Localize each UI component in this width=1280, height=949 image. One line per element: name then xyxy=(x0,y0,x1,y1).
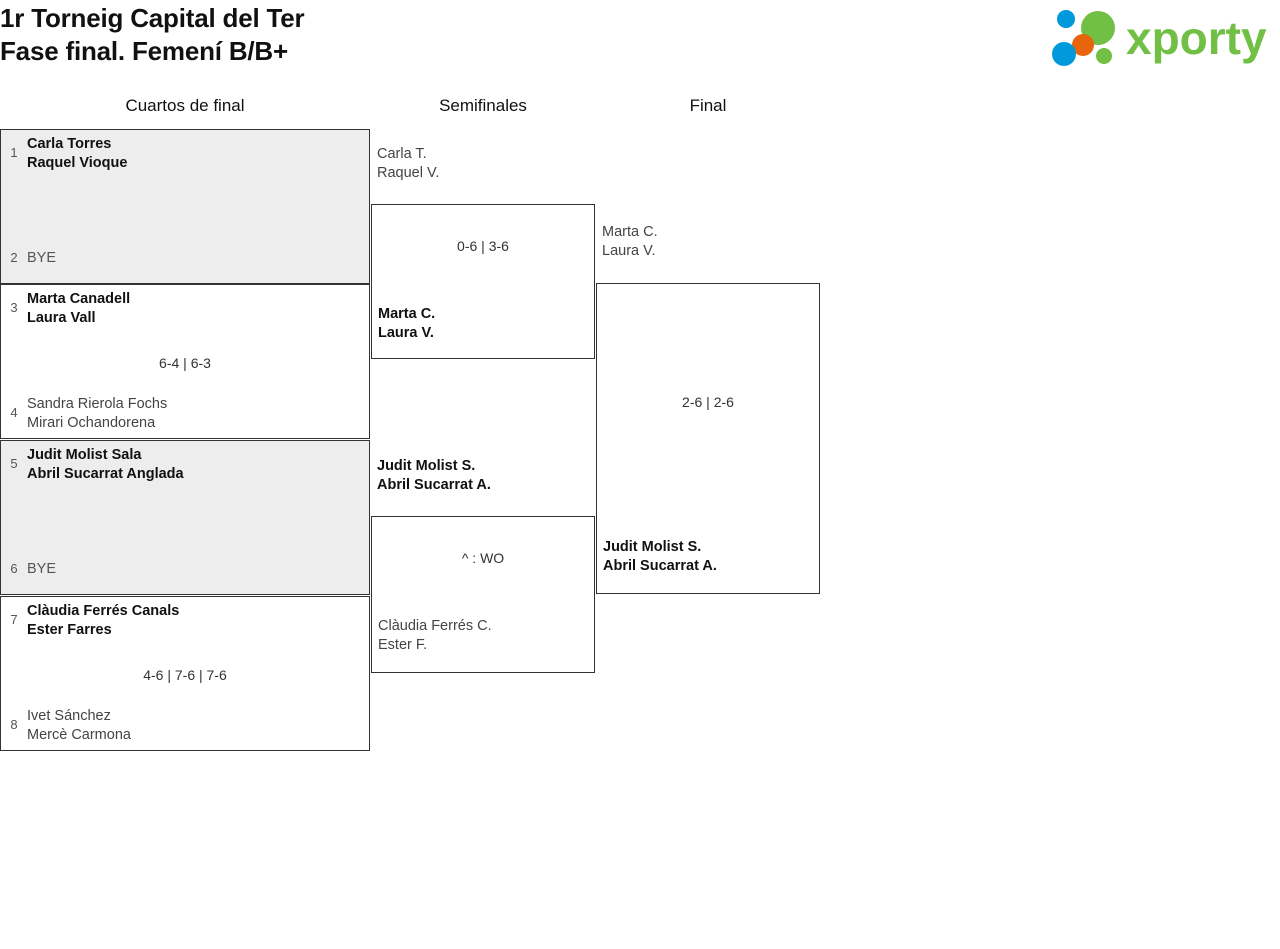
sf1-bottom-player-1: Marta C. xyxy=(378,306,436,322)
qf2-names-top: Marta Canadell Laura Vall xyxy=(27,290,369,327)
sf1-top-player-1: Carla T. xyxy=(377,146,427,162)
match-sf-1[interactable]: 0-6 | 3-6 Marta C. Laura V. xyxy=(371,204,595,359)
qf4-team-bottom[interactable]: 8 Ivet Sánchez Mercè Carmona xyxy=(1,707,369,744)
sf1-names-bottom: Marta C. Laura V. xyxy=(378,305,596,342)
logo-dot-green-small xyxy=(1096,48,1112,64)
xporty-logo[interactable]: xporty xyxy=(1052,4,1276,68)
sf1-names-top: Carla T. Raquel V. xyxy=(377,145,595,182)
qf3-names-bottom: BYE xyxy=(27,551,369,579)
qf2-team-bottom[interactable]: 4 Sandra Rierola Fochs Mirari Ochandoren… xyxy=(1,395,369,432)
qf4-seed-bottom: 8 xyxy=(10,717,18,732)
sf2-score: ^ : WO xyxy=(461,550,505,566)
qf3-names-top: Judit Molist Sala Abril Sucarrat Anglada xyxy=(27,446,369,483)
round-header-quarterfinals: Cuartos de final xyxy=(125,96,245,115)
title-line-1: 1r Torneig Capital del Ter xyxy=(0,3,305,33)
final-team-top[interactable]: Marta C. Laura V. xyxy=(596,223,820,281)
qf2-seed-bottom: 4 xyxy=(10,405,18,420)
sf1-team-bottom[interactable]: Marta C. Laura V. xyxy=(378,305,596,347)
qf4-names-top: Clàudia Ferrés Canals Ester Farres xyxy=(27,602,369,639)
sf1-score: 0-6 | 3-6 xyxy=(457,238,509,254)
qf2-top-player-2: Laura Vall xyxy=(27,309,96,326)
qf4-bottom-player-2: Mercè Carmona xyxy=(27,726,131,743)
round-header-final: Final xyxy=(689,96,727,115)
sf2-names-top: Judit Molist S. Abril Sucarrat A. xyxy=(377,457,595,494)
match-qf-2[interactable]: 3 Marta Canadell Laura Vall 6-4 | 6-3 4 … xyxy=(0,284,370,439)
qf1-bottom-player-1: BYE xyxy=(27,250,57,266)
qf2-names-bottom: Sandra Rierola Fochs Mirari Ochandorena xyxy=(27,395,369,432)
qf4-names-bottom: Ivet Sánchez Mercè Carmona xyxy=(27,707,369,744)
sf2-top-player-1: Judit Molist S. xyxy=(377,458,476,474)
final-champion-player-2: Abril Sucarrat A. xyxy=(603,557,717,574)
qf4-score: 4-6 | 7-6 | 7-6 xyxy=(143,667,227,683)
match-qf-3[interactable]: 5 Judit Molist Sala Abril Sucarrat Angla… xyxy=(0,440,370,595)
qf2-score: 6-4 | 6-3 xyxy=(159,355,211,371)
title-line-2: Fase final. Femení B/B+ xyxy=(0,36,288,66)
final-champion-player-1: Judit Molist S. xyxy=(603,539,702,555)
final-top-player-1: Marta C. xyxy=(602,224,658,240)
qf3-bottom-player-1: BYE xyxy=(27,561,57,577)
sf2-top-player-2: Abril Sucarrat A. xyxy=(377,476,491,493)
match-final[interactable]: 2-6 | 2-6 Judit Molist S. Abril Sucarrat… xyxy=(596,283,820,594)
sf1-team-top[interactable]: Carla T. Raquel V. xyxy=(371,145,595,203)
qf4-bottom-player-1: Ivet Sánchez xyxy=(27,708,111,724)
match-qf-4[interactable]: 7 Clàudia Ferrés Canals Ester Farres 4-6… xyxy=(0,596,370,751)
qf4-seed-top: 7 xyxy=(10,612,18,627)
round-header-semifinals: Semifinales xyxy=(439,96,527,115)
qf1-team-top[interactable]: 1 Carla Torres Raquel Vioque xyxy=(1,135,369,172)
qf3-top-player-2: Abril Sucarrat Anglada xyxy=(27,465,184,482)
qf3-team-bottom[interactable]: 6 BYE xyxy=(1,551,369,579)
logo-dot-blue-large xyxy=(1052,42,1076,66)
qf4-top-player-1: Clàudia Ferrés Canals xyxy=(27,603,180,619)
qf3-top-player-1: Judit Molist Sala xyxy=(27,447,142,463)
qf2-team-top[interactable]: 3 Marta Canadell Laura Vall xyxy=(1,290,369,327)
final-names-top: Marta C. Laura V. xyxy=(602,223,820,260)
qf4-team-top[interactable]: 7 Clàudia Ferrés Canals Ester Farres xyxy=(1,602,369,639)
final-names-bottom: Judit Molist S. Abril Sucarrat A. xyxy=(603,538,821,575)
qf3-seed-bottom: 6 xyxy=(10,561,18,576)
match-sf-2[interactable]: ^ : WO Clàudia Ferrés C. Ester F. xyxy=(371,516,595,673)
sf1-bottom-player-2: Laura V. xyxy=(378,324,434,341)
page-title: 1r Torneig Capital del Ter Fase final. F… xyxy=(0,2,760,68)
final-team-bottom[interactable]: Judit Molist S. Abril Sucarrat A. xyxy=(603,538,821,580)
qf1-team-bottom[interactable]: 2 BYE xyxy=(1,240,369,268)
logo-dot-orange xyxy=(1072,34,1094,56)
qf3-team-top[interactable]: 5 Judit Molist Sala Abril Sucarrat Angla… xyxy=(1,446,369,483)
logo-wordmark: xporty xyxy=(1126,12,1267,64)
qf2-seed-top: 3 xyxy=(10,300,18,315)
match-qf-1[interactable]: 1 Carla Torres Raquel Vioque 2 BYE xyxy=(0,129,370,284)
qf1-top-player-1: Carla Torres xyxy=(27,136,112,152)
sf2-bottom-player-1: Clàudia Ferrés C. xyxy=(378,618,492,634)
final-top-player-2: Laura V. xyxy=(602,242,656,259)
qf3-seed-top: 5 xyxy=(10,456,18,471)
qf1-seed-bottom: 2 xyxy=(10,250,18,265)
sf2-team-bottom[interactable]: Clàudia Ferrés C. Ester F. xyxy=(378,617,596,659)
sf2-team-top[interactable]: Judit Molist S. Abril Sucarrat A. xyxy=(371,457,595,515)
qf1-top-player-2: Raquel Vioque xyxy=(27,154,128,171)
sf2-bottom-player-2: Ester F. xyxy=(378,636,428,653)
sf1-top-player-2: Raquel V. xyxy=(377,164,440,181)
qf2-bottom-player-2: Mirari Ochandorena xyxy=(27,414,156,431)
qf1-names-bottom: BYE xyxy=(27,240,369,268)
qf1-names-top: Carla Torres Raquel Vioque xyxy=(27,135,369,172)
final-score: 2-6 | 2-6 xyxy=(682,394,734,410)
logo-dot-blue-small xyxy=(1057,10,1075,28)
qf2-bottom-player-1: Sandra Rierola Fochs xyxy=(27,396,168,412)
sf2-names-bottom: Clàudia Ferrés C. Ester F. xyxy=(378,617,596,654)
qf1-seed-top: 1 xyxy=(10,145,18,160)
qf2-top-player-1: Marta Canadell xyxy=(27,291,131,307)
qf4-top-player-2: Ester Farres xyxy=(27,621,112,638)
